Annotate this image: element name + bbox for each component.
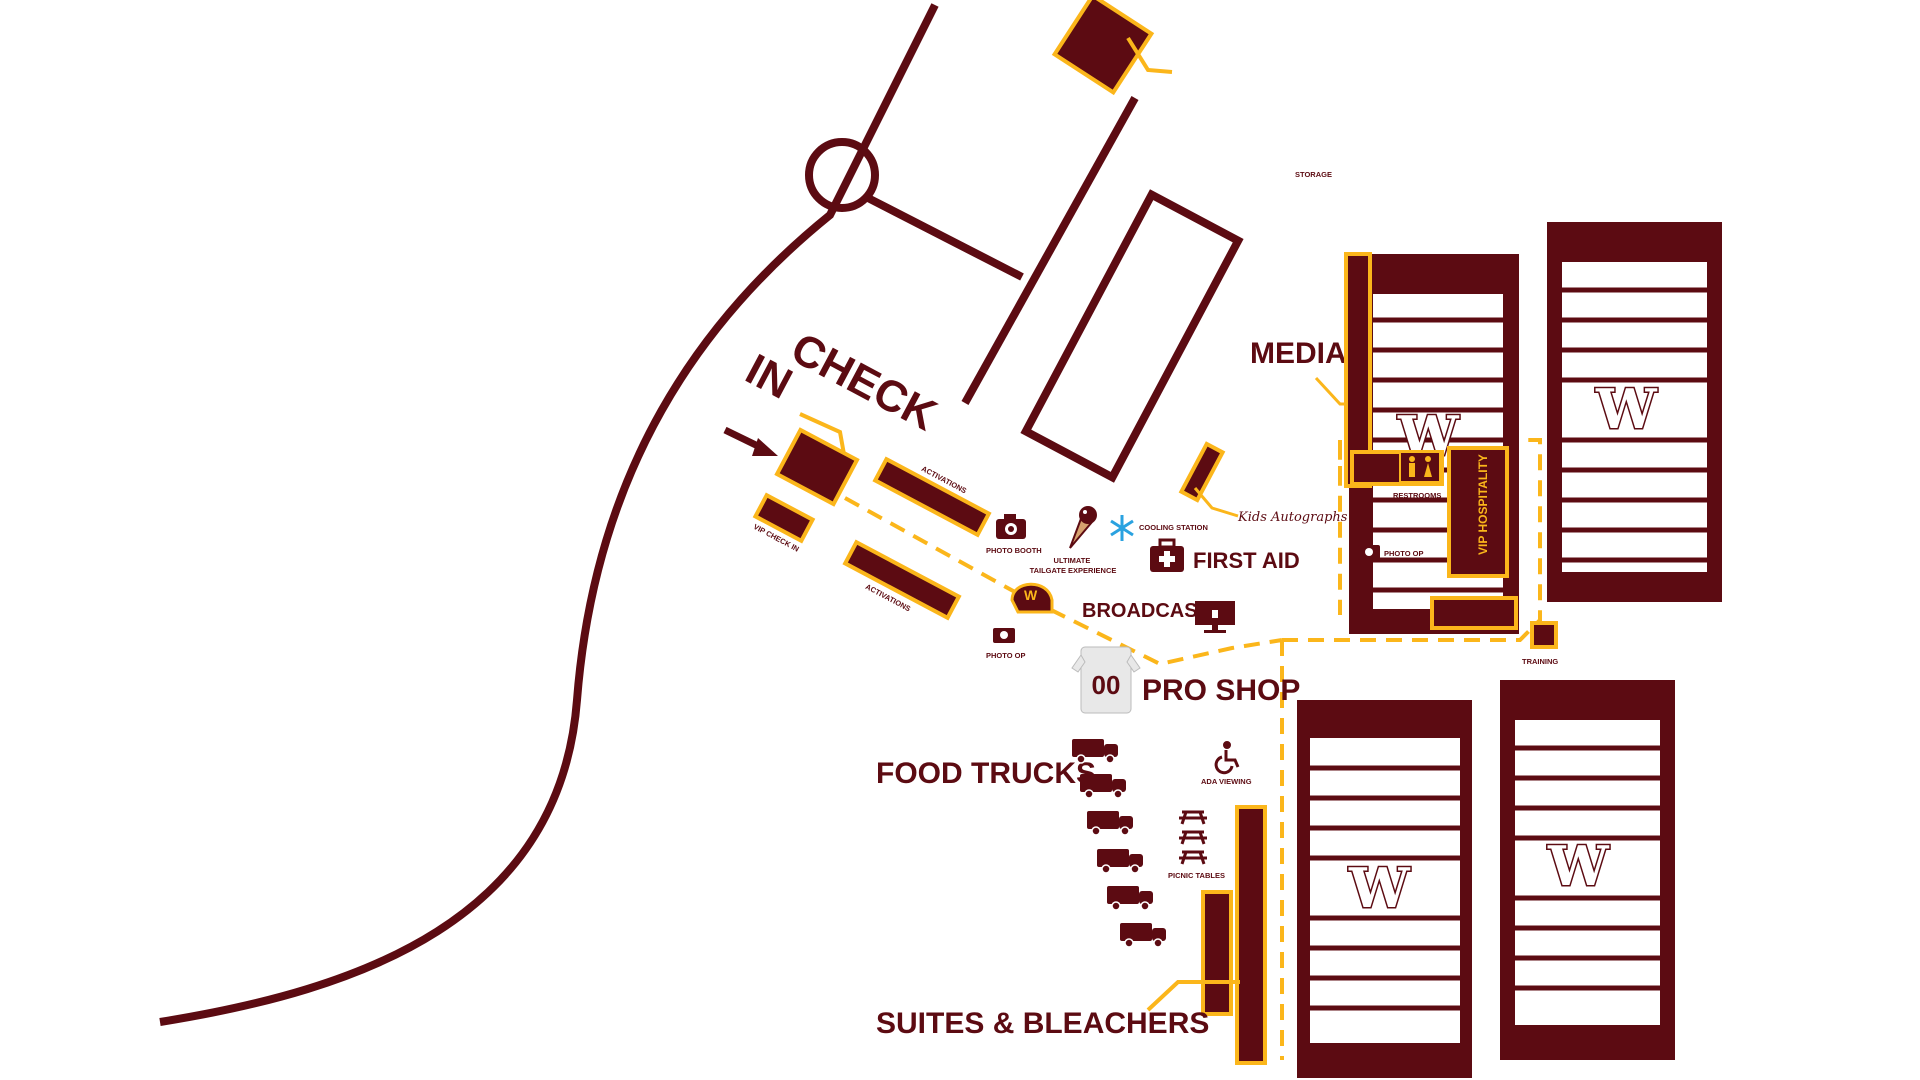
check-in-tent	[774, 427, 860, 507]
food-truck-icon	[1072, 739, 1118, 764]
field-2: W	[1547, 222, 1722, 602]
kids-autographs-tent	[1178, 441, 1226, 503]
suites-connector	[1146, 980, 1240, 1012]
photo-booth-label: PHOTO BOOTH	[986, 546, 1042, 555]
wheelchair-icon	[1214, 741, 1240, 775]
restrooms-label: RESTROOMS	[1393, 491, 1441, 500]
snowflake-icon	[1110, 515, 1134, 541]
broadcast-label: BROADCAST	[1082, 600, 1210, 622]
first-aid-label: FIRST AID	[1193, 548, 1300, 573]
training-tent	[1530, 621, 1558, 649]
access-road-a	[866, 194, 1024, 281]
monitor-icon	[1195, 601, 1235, 633]
access-road-b	[961, 96, 1139, 405]
activations-tent-1	[872, 456, 992, 538]
parking-lot-outline	[1020, 189, 1244, 483]
suites-bleachers-label: SUITES & BLEACHERS	[876, 1007, 1209, 1040]
food-truck-icon	[1107, 886, 1153, 911]
bleachers-structure	[1201, 890, 1233, 1016]
field-1-bottom-tent	[1430, 596, 1518, 630]
food-trucks-label: FOOD TRUCKS	[876, 757, 1096, 790]
ultimate-tailgate-label: ULTIMATE TAILGATE EXPERIENCE	[1030, 556, 1117, 575]
helmet-icon: W	[1010, 582, 1054, 614]
vip-check-in-tent	[752, 492, 816, 544]
first-aid-kit-icon	[1150, 538, 1184, 572]
kids-autographs-connector	[1193, 487, 1239, 518]
field-4: W	[1500, 680, 1675, 1060]
svg-text:00: 00	[1092, 670, 1121, 700]
kids-autographs-label: Kids Autographs	[1237, 510, 1348, 525]
food-truck-icon	[1120, 923, 1166, 948]
svg-text:W: W	[1547, 834, 1610, 898]
svg-text:W: W	[1024, 587, 1038, 603]
food-truck-icon	[1080, 774, 1126, 799]
field-3: W	[1297, 700, 1472, 1078]
training-label: TRAINING	[1522, 657, 1558, 666]
ada-viewing-label: ADA VIEWING	[1201, 777, 1252, 786]
arrow-icon	[723, 426, 778, 456]
roundabout	[805, 138, 879, 212]
restroom-icon	[1399, 451, 1441, 483]
ice-cream-icon	[1069, 506, 1097, 549]
svg-text:W: W	[1348, 856, 1411, 920]
camera-icon	[1358, 545, 1380, 560]
svg-text:CHECK: CHECK	[783, 324, 944, 441]
camera-icon	[996, 514, 1026, 539]
walkway-path	[844, 438, 1542, 1060]
photo-op-label-1: PHOTO OP	[986, 651, 1025, 660]
camera-icon	[993, 628, 1015, 643]
cooling-station-label: COOLING STATION	[1139, 523, 1208, 532]
svg-text:VIP HOSPITALITY: VIP HOSPITALITY	[1476, 454, 1490, 555]
media-label: MEDIA	[1250, 337, 1347, 370]
top-building	[1051, 0, 1155, 96]
activations-tent-2	[842, 539, 962, 621]
picnic-tables-label: PICNIC TABLES	[1168, 871, 1225, 880]
picnic-table-icon	[1179, 810, 1207, 865]
storage-label: STORAGE	[1295, 170, 1332, 179]
photo-op-label-2: PHOTO OP	[1384, 549, 1423, 558]
suites-structure	[1235, 805, 1267, 1065]
pro-shop-label: PRO SHOP	[1142, 674, 1300, 707]
food-truck-icon	[1087, 811, 1133, 836]
top-building-connector	[1126, 36, 1173, 74]
food-truck-icon	[1097, 849, 1143, 874]
main-road	[159, 3, 939, 1026]
svg-text:W: W	[1595, 377, 1658, 441]
jersey-icon: 00	[1071, 646, 1141, 714]
vip-hospitality-tent: VIP HOSPITALITY	[1447, 446, 1509, 578]
